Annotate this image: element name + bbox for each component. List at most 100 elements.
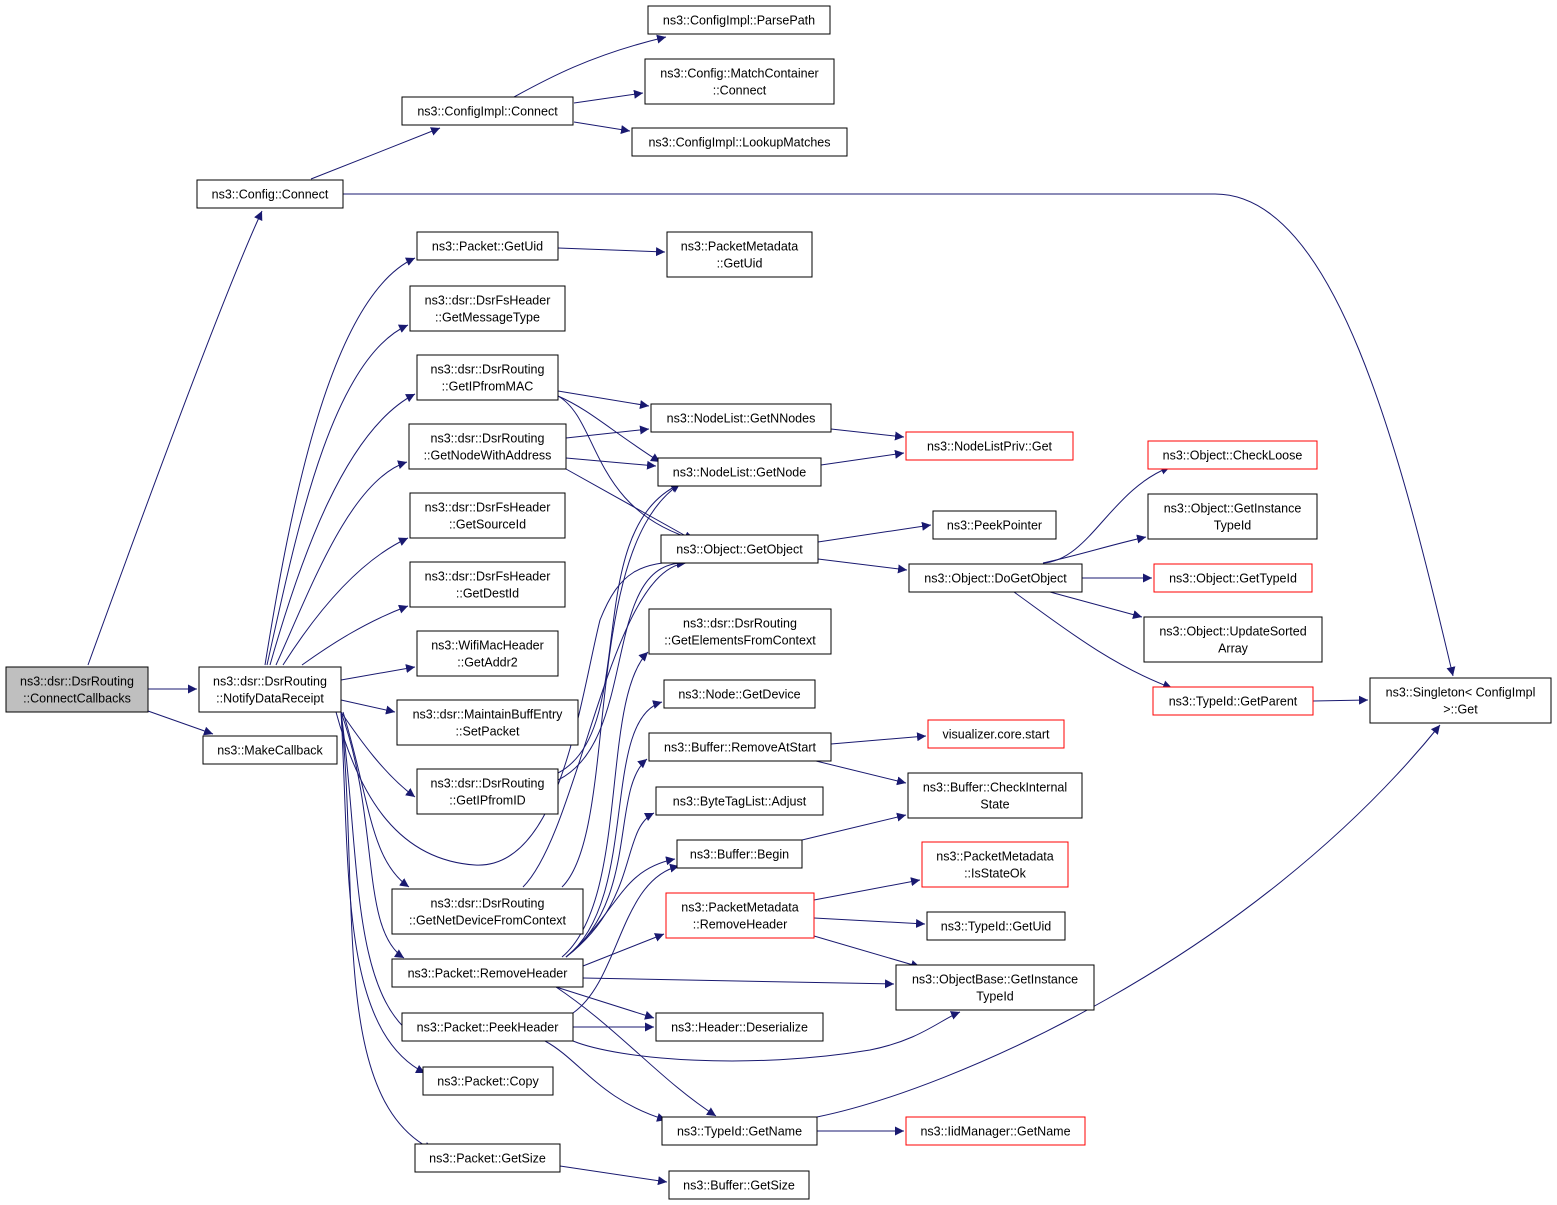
edge-cfg_connect-to-cfgimpl_connect [310, 127, 441, 180]
node-singleton_get[interactable]: ns3::Singleton< ConfigImpl>::Get [1369, 677, 1552, 724]
edge-nodewithaddr-to-nl_getnnodes [565, 425, 650, 439]
node-fs_destid[interactable]: ns3::dsr::DsrFsHeader::GetDestId [409, 561, 566, 608]
node-ipfrommac[interactable]: ns3::dsr::DsrRouting::GetIPfromMAC [416, 354, 559, 401]
node-pm_isstateok[interactable]: ns3::PacketMetadata::IsStateOk [921, 841, 1069, 888]
node-netdevctx[interactable]: ns3::dsr::DsrRouting::GetNetDeviceFromCo… [391, 888, 584, 935]
node-mbe_setpacket[interactable]: ns3::dsr::MaintainBuffEntry::SetPacket [396, 699, 579, 746]
node-match_connect[interactable]: ns3::Config::MatchContainer::Connect [644, 58, 835, 105]
edge-netdevctx-to-nl_getnode [561, 483, 681, 888]
node-btl_adjust[interactable]: ns3::ByteTagList::Adjust [655, 786, 824, 816]
node-makecb[interactable]: ns3::MakeCallback [202, 735, 338, 765]
node-fs_srcid[interactable]: ns3::dsr::DsrFsHeader::GetSourceId [409, 492, 566, 539]
node-box [676, 839, 803, 869]
node-root[interactable]: ns3::dsr::DsrRouting::ConnectCallbacks [5, 666, 149, 713]
node-label: ns3::Object::GetInstance [1164, 502, 1302, 516]
edge-notify-to-pkt_copy [340, 711, 426, 1074]
node-box [416, 768, 559, 815]
node-pkt_getuid[interactable]: ns3::Packet::GetUid [416, 231, 559, 261]
node-elemfromctx[interactable]: ns3::dsr::DsrRouting::GetElementsFromCon… [648, 608, 832, 655]
edge-pkt_getsize-to-buf_getsize [559, 1165, 668, 1186]
node-label: ns3::PacketMetadata [681, 901, 798, 915]
edge-notify-to-ipfromid [340, 711, 416, 798]
node-label: ns3::dsr::DsrRouting [213, 675, 327, 689]
node-cfgimpl_connect[interactable]: ns3::ConfigImpl::Connect [401, 96, 574, 126]
edge-line [573, 121, 631, 135]
edge-notify-to-fs_msgtype [266, 324, 409, 666]
node-tid_getname[interactable]: ns3::TypeId::GetName [661, 1116, 818, 1146]
edge-buf_rmatstart-to-viz_start [830, 732, 927, 745]
node-label: ::GetNetDeviceFromContext [409, 914, 567, 928]
node-label: ns3::dsr::DsrRouting [431, 432, 545, 446]
node-label: ns3::Buffer::GetSize [683, 1179, 795, 1193]
node-nlp_get[interactable]: ns3::NodeListPriv::Get [905, 431, 1074, 461]
node-pkt_copy[interactable]: ns3::Packet::Copy [422, 1066, 554, 1096]
edge-line [561, 651, 649, 958]
node-cfg_connect[interactable]: ns3::Config::Connect [196, 179, 344, 209]
node-viz_start[interactable]: visualizer.core.start [927, 719, 1065, 749]
edge-cfgimpl_connect-to-lookup [573, 121, 631, 135]
edge-line [815, 760, 907, 786]
edge-line [340, 711, 416, 798]
edge-line [340, 711, 405, 959]
edge-line [340, 664, 416, 681]
node-pm_getuid[interactable]: ns3::PacketMetadata::GetUid [666, 231, 813, 278]
node-nl_getnnodes[interactable]: ns3::NodeList::GetNNodes [650, 403, 832, 433]
node-label: ::GetSourceId [449, 518, 526, 532]
node-lookup[interactable]: ns3::ConfigImpl::LookupMatches [631, 127, 848, 157]
node-nl_getnode[interactable]: ns3::NodeList::GetNode [657, 457, 822, 487]
node-label: ns3::PeekPointer [947, 519, 1042, 533]
edge-line [565, 457, 657, 470]
edge-line [266, 324, 409, 666]
node-pkt_getsize[interactable]: ns3::Packet::GetSize [414, 1143, 561, 1173]
edge-pkt_rmheader-to-btl_adjust [565, 812, 655, 958]
edge-line [572, 863, 680, 1014]
node-label: ns3::dsr::DsrRouting [431, 363, 545, 377]
edge-line [1312, 695, 1369, 705]
node-doget[interactable]: ns3::Object::DoGetObject [908, 563, 1083, 593]
node-obj_gettypeid[interactable]: ns3::Object::GetTypeId [1153, 563, 1313, 593]
node-notify[interactable]: ns3::dsr::DsrRouting::NotifyDataReceipt [198, 666, 342, 713]
node-box [661, 1116, 818, 1146]
node-ipfromid[interactable]: ns3::dsr::DsrRouting::GetIPfromID [416, 768, 559, 815]
node-node_getdevice[interactable]: ns3::Node::GetDevice [663, 679, 816, 709]
node-buf_begin[interactable]: ns3::Buffer::Begin [676, 839, 803, 869]
edge-doget-to-obj_updsorted [1049, 591, 1143, 619]
node-pkt_rmheader[interactable]: ns3::Packet::RemoveHeader [391, 958, 584, 988]
node-pkt_peekheader[interactable]: ns3::Packet::PeekHeader [401, 1012, 574, 1042]
edge-line [282, 537, 409, 666]
node-label: ns3::dsr::DsrRouting [431, 777, 545, 791]
node-label: ::GetDestId [456, 587, 519, 601]
node-label: ns3::ConfigImpl::ParsePath [663, 14, 815, 28]
node-tid_getparent[interactable]: ns3::TypeId::GetParent [1152, 686, 1314, 716]
node-parsepath[interactable]: ns3::ConfigImpl::ParsePath [647, 5, 831, 35]
node-box [391, 958, 584, 988]
node-iid_getname[interactable]: ns3::IidManager::GetName [905, 1116, 1086, 1146]
node-nodewithaddr[interactable]: ns3::dsr::DsrRouting::GetNodeWithAddress [408, 423, 567, 470]
node-wifi_addr2[interactable]: ns3::WifiMacHeader::GetAddr2 [416, 630, 559, 677]
node-obj_getobject[interactable]: ns3::Object::GetObject [660, 534, 819, 564]
node-box [631, 127, 848, 157]
node-label: ::GetElementsFromContext [664, 634, 816, 648]
edge-ipfrommac-to-nl_getnnodes [557, 390, 650, 409]
node-box [927, 719, 1065, 749]
edge-pkt_peekheader-to-ob_getinsttid [572, 1011, 961, 1062]
node-buf_rmatstart[interactable]: ns3::Buffer::RemoveAtStart [648, 732, 832, 762]
node-buf_getsize[interactable]: ns3::Buffer::GetSize [668, 1170, 810, 1200]
edge-line [813, 917, 926, 929]
node-pm_rmheader[interactable]: ns3::PacketMetadata::RemoveHeader [665, 892, 815, 939]
edge-line [147, 710, 214, 736]
node-tid_getuid[interactable]: ns3::TypeId::GetUid [926, 911, 1066, 941]
node-fs_msgtype[interactable]: ns3::dsr::DsrFsHeader::GetMessageType [409, 285, 566, 332]
node-obj_checkloose[interactable]: ns3::Object::CheckLoose [1147, 440, 1318, 470]
edge-line [87, 210, 263, 666]
edge-line [555, 986, 717, 1117]
edge-pm_rmheader-to-pm_isstateok [813, 877, 921, 901]
node-label: ::GetUid [717, 257, 763, 271]
node-hdr_deser[interactable]: ns3::Header::Deserialize [655, 1012, 824, 1042]
edge-pkt_peekheader-to-tid_getname [544, 1040, 667, 1122]
node-peekptr[interactable]: ns3::PeekPointer [932, 510, 1057, 540]
